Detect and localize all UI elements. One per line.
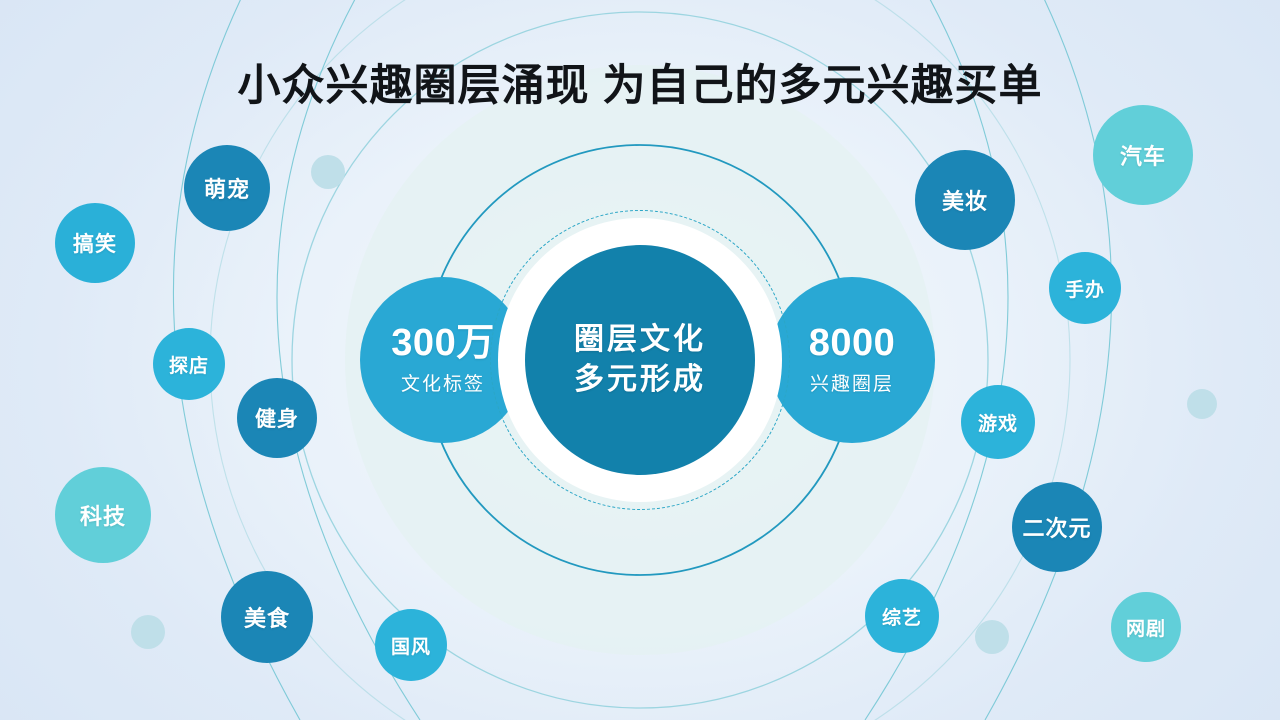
- page-title: 小众兴趣圈层涌现 为自己的多元兴趣买单: [237, 62, 1043, 110]
- decor-dot-lower-right: [975, 620, 1009, 654]
- tag-label: 萌宠: [203, 177, 250, 202]
- tag-bubble-erciyuan[interactable]: 二次元: [1012, 482, 1102, 572]
- center-dashed-circle: [490, 210, 790, 510]
- stat-number: 300万: [391, 321, 495, 364]
- tag-label: 搞笑: [73, 233, 117, 256]
- tag-bubble-mengchong[interactable]: 萌宠: [184, 145, 270, 231]
- decor-dot-lower-left: [131, 615, 165, 649]
- stat-number: 8000: [808, 321, 896, 364]
- tag-bubble-youxi[interactable]: 游戏: [961, 385, 1035, 459]
- tag-label: 二次元: [1022, 516, 1092, 541]
- tag-bubble-zongyi[interactable]: 综艺: [865, 579, 939, 653]
- tag-bubble-gaoxiao[interactable]: 搞笑: [55, 203, 135, 283]
- tag-label: 国风: [390, 636, 431, 658]
- tag-bubble-jianshen[interactable]: 健身: [237, 378, 317, 458]
- tag-label: 综艺: [881, 607, 922, 629]
- tag-label: 美妆: [941, 189, 988, 214]
- stat-caption: 兴趣圈层: [809, 374, 894, 396]
- stat-caption: 文化标签: [400, 374, 485, 396]
- center-core-circle[interactable]: 圈层文化 多元形成: [525, 245, 755, 475]
- center-line-1: 圈层文化: [574, 322, 706, 356]
- decor-dot-upper-left: [311, 155, 345, 189]
- tag-bubble-meishi[interactable]: 美食: [221, 571, 313, 663]
- tag-label: 美食: [243, 606, 290, 631]
- tag-label: 游戏: [977, 413, 1018, 435]
- decor-dot-right: [1187, 389, 1217, 419]
- tag-bubble-keji[interactable]: 科技: [55, 467, 151, 563]
- tag-bubble-meizhuang[interactable]: 美妆: [915, 150, 1015, 250]
- center-line-2: 多元形成: [574, 363, 706, 396]
- tag-bubble-shouban[interactable]: 手办: [1049, 252, 1121, 324]
- tag-label: 汽车: [1119, 144, 1166, 169]
- tag-bubble-qiche[interactable]: 汽车: [1093, 105, 1193, 205]
- tag-label: 探店: [168, 355, 209, 377]
- tag-label: 手办: [1064, 279, 1105, 301]
- tag-label: 网剧: [1125, 618, 1166, 640]
- stat-circle-interest-circles[interactable]: 8000 兴趣圈层: [769, 277, 935, 443]
- tag-bubble-tandian[interactable]: 探店: [153, 328, 225, 400]
- tag-bubble-wangju[interactable]: 网剧: [1111, 592, 1181, 662]
- tag-label: 健身: [255, 408, 299, 431]
- tag-bubble-guofeng[interactable]: 国风: [375, 609, 447, 681]
- tag-label: 科技: [79, 504, 126, 529]
